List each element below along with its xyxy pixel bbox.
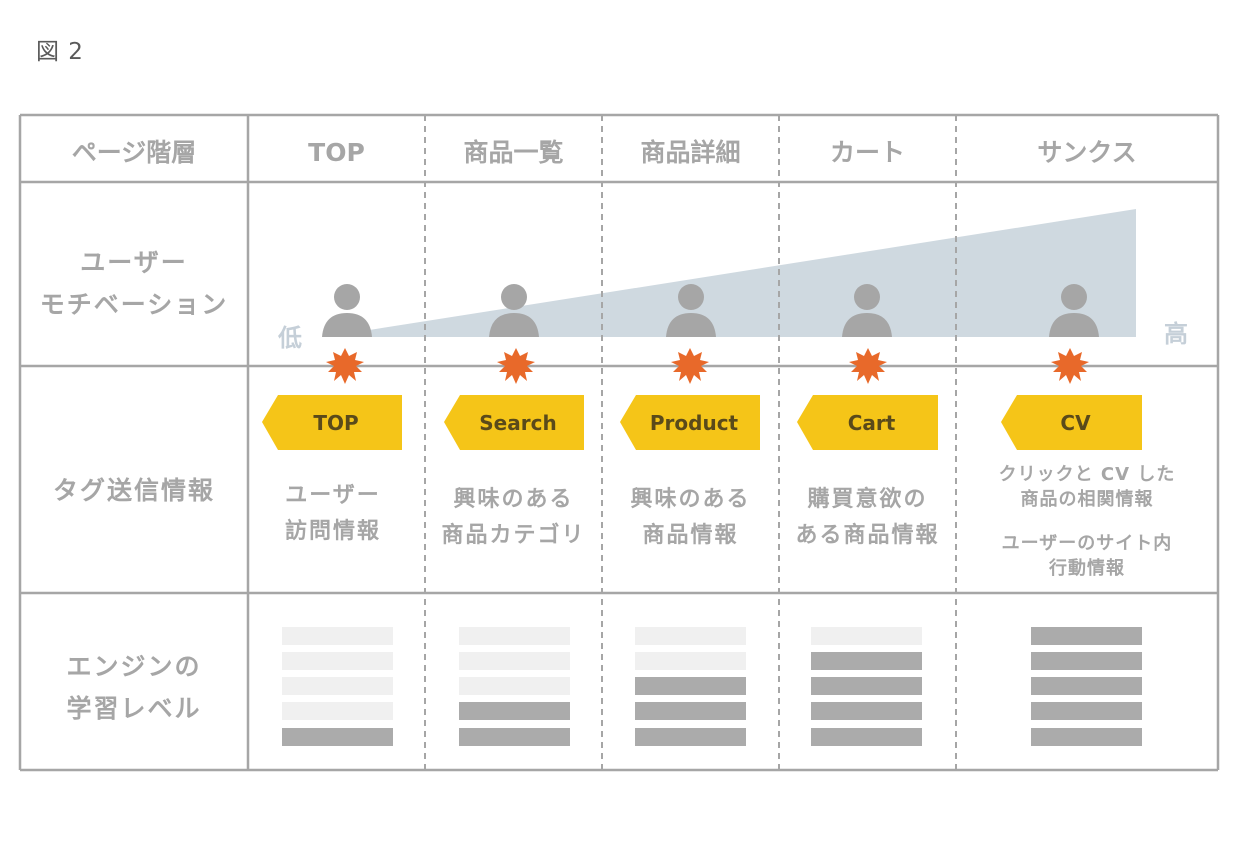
tag-info-cart: 購買意欲の ある商品情報 xyxy=(795,487,940,548)
burst-icon-thanks xyxy=(1051,348,1089,384)
row-label-motivation-line1: ユーザー xyxy=(80,248,188,277)
person-icon-top xyxy=(322,284,372,337)
header-stage-list: 商品一覧 xyxy=(463,138,564,167)
tag-cart: Cart xyxy=(847,411,896,435)
header-stage-thanks: サンクス xyxy=(1037,138,1137,167)
tag-search: Search xyxy=(479,411,557,435)
header-stage-detail: 商品詳細 xyxy=(640,138,741,167)
tag-shape-cart xyxy=(797,395,938,450)
motivation-low-label: 低 xyxy=(278,324,302,352)
learning-bars-list xyxy=(459,627,570,746)
row-label-motivation: ユーザー モチベーション xyxy=(20,242,248,326)
row-label-engine-line1: エンジンの xyxy=(66,652,202,681)
burst-icon-cart xyxy=(849,348,887,384)
learning-bars-detail xyxy=(635,627,746,746)
learning-bars-cart xyxy=(811,627,922,746)
tag-info-product: 興味のある 商品情報 xyxy=(630,487,751,548)
tag-cv: CV xyxy=(1060,411,1091,435)
row-label-engine: エンジンの 学習レベル xyxy=(20,646,248,730)
tag-top: TOP xyxy=(313,411,359,435)
header-page-level: ページ階層 xyxy=(71,138,197,167)
row-label-tag: タグ送信情報 xyxy=(52,476,215,505)
tag-product: Product xyxy=(649,411,739,435)
tag-info-cv-behavior: ユーザーのサイト内 行動情報 xyxy=(1001,533,1173,579)
tag-shape-search xyxy=(444,395,584,450)
tag-shape-top xyxy=(262,395,402,450)
figure-label: 図 2 xyxy=(36,39,84,65)
learning-bars-top xyxy=(282,627,393,746)
tag-info-search: 興味のある 商品カテゴリ xyxy=(441,487,586,548)
learning-bars-thanks xyxy=(1031,627,1142,746)
tag-info-top: ユーザー 訪問情報 xyxy=(284,483,381,544)
person-icon-detail xyxy=(666,284,716,337)
burst-icon-top xyxy=(326,348,364,384)
motivation-gradient xyxy=(325,209,1136,337)
header-stage-cart: カート xyxy=(829,138,905,167)
person-icon-cart xyxy=(842,284,892,337)
header-stage-top: TOP xyxy=(308,138,365,167)
tag-shape-product xyxy=(620,395,760,450)
row-label-motivation-line2: モチベーション xyxy=(39,290,229,319)
person-icon-list xyxy=(489,284,539,337)
tag-info-cv-correlation: クリックと CV した 商品の相関情報 xyxy=(998,464,1176,510)
row-label-engine-line2: 学習レベル xyxy=(66,694,202,723)
person-icon-thanks xyxy=(1049,284,1099,337)
tag-shape-cv xyxy=(1001,395,1142,450)
motivation-high-label: 高 xyxy=(1164,320,1188,348)
burst-icon-list xyxy=(497,348,535,384)
burst-icon-detail xyxy=(671,348,709,384)
